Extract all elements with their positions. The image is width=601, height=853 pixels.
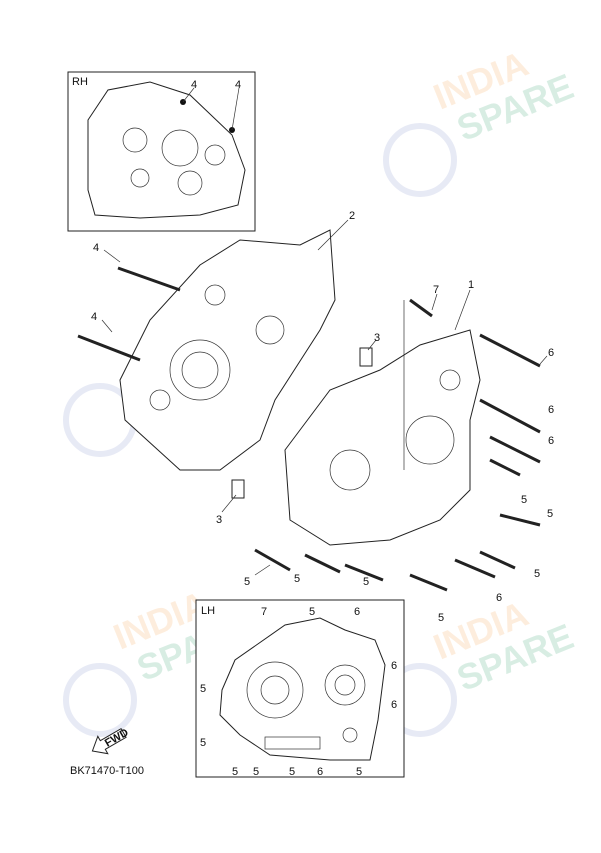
callout-number: 5 xyxy=(294,573,300,585)
callout-number: 5 xyxy=(253,766,259,778)
callout-number: 4 xyxy=(91,311,97,323)
diagram-code: BK71470-T100 xyxy=(70,765,144,777)
callout-number: 5 xyxy=(244,576,250,588)
callout-number: 5 xyxy=(356,766,362,778)
callout-number: 3 xyxy=(374,332,380,344)
callout-number: 6 xyxy=(548,347,554,359)
bolts xyxy=(77,266,541,592)
callout-number: 6 xyxy=(496,592,502,604)
callout-number: 5 xyxy=(521,494,527,506)
callout-number: 5 xyxy=(547,508,553,520)
callout-number: 5 xyxy=(289,766,295,778)
rh-title: RH xyxy=(72,76,88,88)
callout-labels: 2 4 4 7 1 3 6 6 6 5 5 3 5 5 5 5 6 5 4 4 7 5 6 6 5 6 5 5 5 5 6 5 xyxy=(91,79,554,778)
callout-number: 6 xyxy=(354,606,360,618)
lh-inset xyxy=(195,599,405,778)
callout-number: 7 xyxy=(433,284,439,296)
fwd-label: FWD xyxy=(103,727,131,750)
callout-number: 5 xyxy=(309,606,315,618)
callout-number: 1 xyxy=(468,279,474,291)
dowel-pin xyxy=(359,347,373,367)
rh-inset xyxy=(67,71,256,232)
callout-number: 5 xyxy=(200,683,206,695)
callout-number: 4 xyxy=(93,242,99,254)
callout-number: 6 xyxy=(391,660,397,672)
lh-title: LH xyxy=(201,605,215,617)
dowel-pin xyxy=(231,479,245,499)
callout-number: 3 xyxy=(216,514,222,526)
crankcase-left xyxy=(284,329,481,546)
callout-number: 7 xyxy=(261,606,267,618)
callout-number: 5 xyxy=(363,576,369,588)
forward-arrow-icon: FWD xyxy=(91,727,131,755)
crankcase-right xyxy=(119,229,336,471)
callout-number: 4 xyxy=(235,79,241,91)
callout-number: 4 xyxy=(191,79,197,91)
callout-number: 2 xyxy=(349,210,355,222)
callout-number: 5 xyxy=(534,568,540,580)
callout-number: 6 xyxy=(548,404,554,416)
callout-number: 6 xyxy=(317,766,323,778)
callout-number: 5 xyxy=(438,612,444,624)
callout-number: 5 xyxy=(232,766,238,778)
callout-number: 5 xyxy=(200,737,206,749)
leader-lines xyxy=(101,219,548,576)
callout-number: 6 xyxy=(548,435,554,447)
callout-number: 6 xyxy=(391,699,397,711)
